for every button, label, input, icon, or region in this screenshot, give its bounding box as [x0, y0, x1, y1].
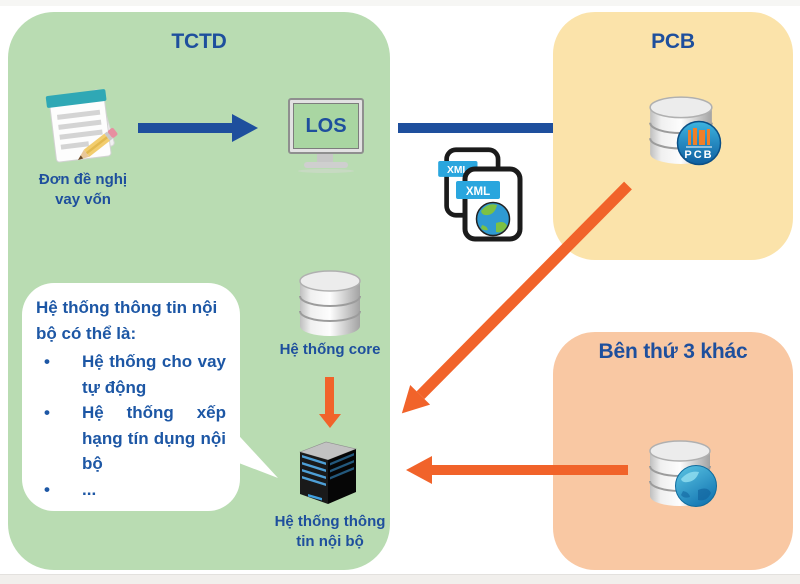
core-database-icon [299, 270, 361, 336]
tctd-title: TCTD [171, 30, 227, 53]
bullet-glyph: • [44, 352, 50, 371]
loan-request-notepad-icon [45, 89, 118, 163]
bullet-glyph: • [44, 479, 50, 499]
bubble-list: • Hệ thống cho vay tự động • Hệ thống xế… [36, 349, 226, 502]
bubble-item: • ... [36, 477, 226, 503]
speech-bubble: Hệ thống thông tin nội bộ có thể là: • H… [22, 283, 240, 511]
speech-bubble-tail [230, 426, 278, 478]
xml-file-front-icon: XML [456, 166, 523, 242]
pcb-badge-label: PCB [684, 149, 713, 161]
arrow-core-to-internal [318, 377, 341, 428]
third-party-title: Bên thứ 3 khác [598, 340, 748, 363]
los-label: LOS [305, 114, 347, 137]
los-monitor-icon: LOS [288, 98, 364, 154]
xml-banner-label: XML [447, 165, 469, 176]
loan-request-label: Đơn đề nghị vay vốn [38, 171, 128, 209]
pcb-badge-icon: PCB [676, 120, 722, 166]
monitor-shadow [298, 169, 354, 173]
arrow-third-party-to-internal [406, 456, 628, 484]
monitor-stand-base [304, 162, 348, 168]
xml-banner-label: XML [466, 186, 490, 198]
core-system-label: Hệ thống core [279, 341, 381, 358]
pencil-icon [78, 128, 118, 160]
globe-icon [475, 201, 511, 237]
internal-server-icon [299, 441, 358, 504]
top-strip [0, 0, 800, 6]
bubble-intro: Hệ thống thông tin nội bộ có thể là: [36, 298, 218, 343]
monitor-stand-neck [317, 154, 333, 163]
arrow-doc-to-los [138, 114, 258, 142]
los-screen: LOS [293, 103, 359, 149]
bubble-item: • Hệ thống xếp hạng tín dụng nội bộ [36, 400, 226, 477]
bottom-strip [0, 574, 800, 584]
internal-system-label: Hệ thống thông tin nội bộ [274, 513, 386, 551]
bubble-item: • Hệ thống cho vay tự động [36, 349, 226, 400]
third-party-globe-icon [675, 465, 717, 507]
bullet-glyph: • [44, 403, 50, 422]
pcb-title: PCB [651, 30, 695, 53]
